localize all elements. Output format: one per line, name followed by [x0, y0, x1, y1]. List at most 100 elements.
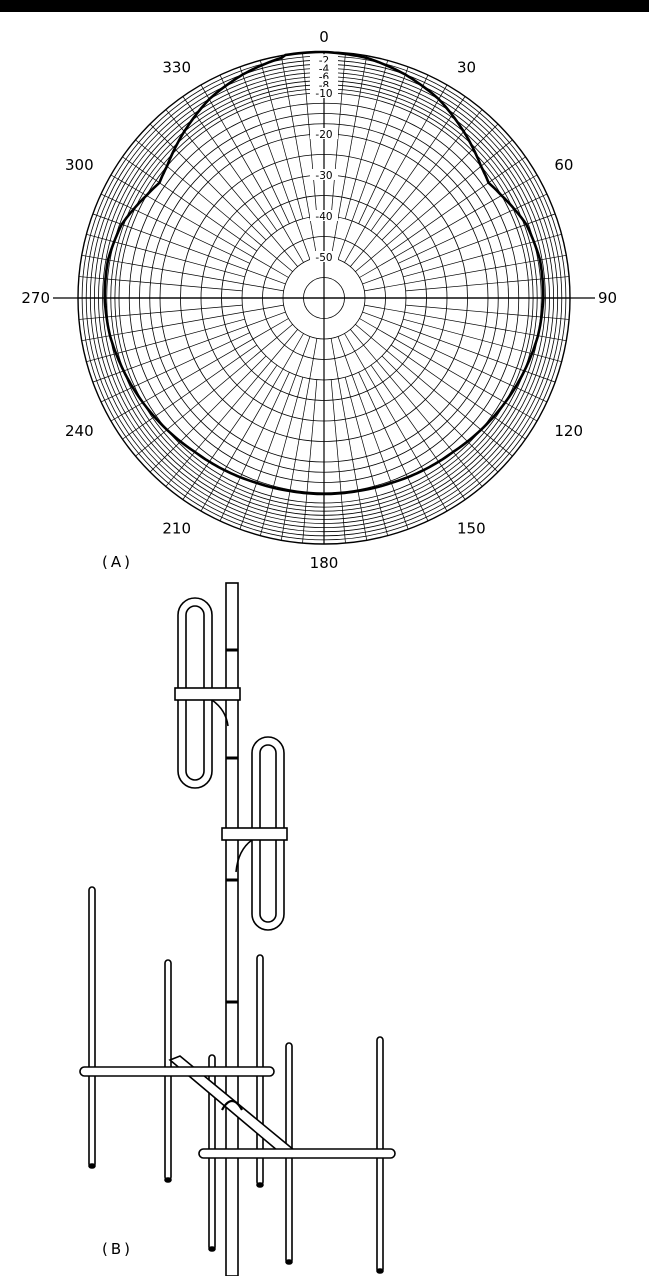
- grid-spoke: [280, 338, 318, 541]
- db-label-bg: [310, 78, 338, 90]
- grid-spoke: [239, 66, 311, 260]
- grid-spoke: [100, 193, 250, 264]
- angle-label: 0: [319, 28, 329, 46]
- db-ring-labels: -2-4-6-8-10 -20 -30 -40 -50: [310, 54, 338, 264]
- grid-spoke: [403, 233, 562, 278]
- grid-spoke: [110, 318, 289, 422]
- grid-spoke: [330, 55, 368, 258]
- db-ring-label: -4: [319, 63, 330, 75]
- grid-spoke: [259, 60, 304, 219]
- grid-spoke: [398, 193, 548, 264]
- db-ring-label: -6: [319, 72, 330, 84]
- grid-spoke: [81, 254, 284, 292]
- grid-spoke: [330, 338, 368, 541]
- grid-spoke: [364, 254, 567, 292]
- db-label-bg: [310, 87, 338, 98]
- grid-spoke: [370, 364, 466, 500]
- db-ring-label: -20: [315, 129, 332, 141]
- grid-spoke: [350, 329, 483, 487]
- clamp: [221, 1099, 243, 1111]
- grid-spoke: [358, 74, 429, 224]
- db-ring-label: -40: [315, 211, 332, 223]
- polar-radiation-pattern: -2-4-6-8-10-20-30-40-50 0306090120150180…: [21, 28, 617, 572]
- grid-spoke: [110, 174, 289, 278]
- db-ring-label: -8: [319, 80, 329, 92]
- grid-spoke: [302, 379, 318, 544]
- radiation-pattern-curve: [103, 50, 545, 496]
- grid-spoke: [344, 333, 448, 512]
- angle-label: 210: [162, 519, 191, 537]
- angle-label: 60: [554, 156, 573, 174]
- grid-spoke: [219, 372, 290, 522]
- grid-spoke: [355, 324, 513, 457]
- grid-spoke: [403, 318, 562, 363]
- db-label-bg: [310, 70, 338, 82]
- grid-spoke: [92, 213, 286, 285]
- grid-spoke: [337, 66, 409, 260]
- db-ring-label: -2: [319, 55, 329, 67]
- grid-spoke: [182, 364, 278, 500]
- angle-label: 30: [457, 59, 476, 77]
- grid-spoke: [381, 355, 499, 473]
- grid-spoke: [122, 344, 258, 440]
- grid-spoke: [355, 139, 513, 272]
- grid-spoke: [364, 304, 567, 342]
- grid-spoke: [135, 139, 293, 272]
- db-label-bg: [310, 62, 338, 74]
- yagi-boom: [79, 1066, 275, 1077]
- grid-spoke: [149, 355, 267, 473]
- mast: [225, 582, 239, 1276]
- db-label-bg: [310, 210, 338, 221]
- grid-spoke: [359, 174, 538, 278]
- grid-spoke: [381, 123, 499, 241]
- db-label-bg: [310, 251, 338, 262]
- grid-spoke: [362, 311, 556, 383]
- polar-grid: [53, 51, 595, 545]
- angle-label: 180: [310, 554, 339, 572]
- grid-spoke: [239, 336, 311, 530]
- grid-spoke: [390, 344, 526, 440]
- angle-label: 300: [65, 156, 94, 174]
- grid-spoke: [302, 52, 318, 217]
- clamp: [174, 687, 241, 727]
- grid-spoke: [200, 84, 304, 263]
- angle-label: 270: [21, 289, 50, 307]
- db-label-bg: [310, 54, 338, 66]
- grid-spoke: [344, 84, 448, 263]
- grid-spoke: [135, 324, 293, 457]
- antenna-array-drawing: [79, 582, 396, 1276]
- grid-spoke: [81, 304, 284, 342]
- grid-spoke: [398, 332, 548, 403]
- grid-spoke: [370, 96, 466, 232]
- grid-spoke: [362, 213, 556, 285]
- grid-spoke: [219, 74, 290, 224]
- clamp: [221, 827, 288, 873]
- grid-spoke: [350, 109, 483, 267]
- angle-label: 240: [65, 422, 94, 440]
- grid-spoke: [165, 109, 298, 267]
- yagi-boom: [198, 1148, 396, 1159]
- panel-label-a: (A): [102, 553, 133, 571]
- grid-spoke: [359, 318, 538, 422]
- grid-spoke: [200, 333, 304, 512]
- db-ring-label: -50: [315, 252, 332, 264]
- angle-label: 150: [457, 519, 486, 537]
- angle-label: 90: [598, 289, 617, 307]
- grid-spoke: [122, 156, 258, 252]
- grid-spoke: [86, 318, 245, 363]
- panel-label-b: (B): [102, 1240, 133, 1258]
- grid-spoke: [330, 52, 346, 217]
- db-ring-label: -30: [315, 170, 332, 182]
- grid-spoke: [182, 96, 278, 232]
- grid-spoke: [358, 372, 429, 522]
- grid-spoke: [165, 329, 298, 487]
- grid-spoke: [100, 332, 250, 403]
- grid-spoke: [92, 311, 286, 383]
- grid-spoke: [344, 377, 389, 536]
- grid-spoke: [86, 233, 245, 278]
- top-border-bar: [0, 0, 649, 12]
- db-ring-label: -10: [315, 88, 332, 100]
- grid-spoke: [390, 156, 526, 252]
- grid-spoke: [149, 123, 267, 241]
